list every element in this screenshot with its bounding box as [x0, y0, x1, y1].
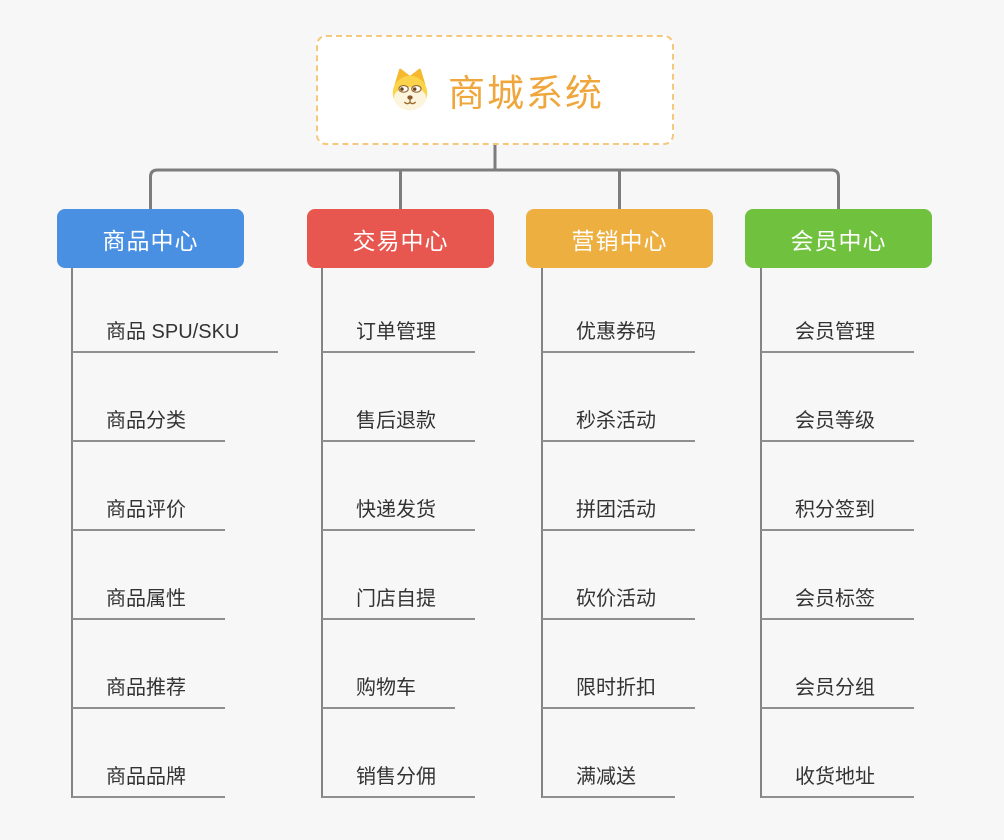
leaf-node[interactable]: 限时折扣 [542, 676, 695, 709]
leaf-node[interactable]: 快递发货 [322, 498, 475, 531]
leaf-node[interactable]: 砍价活动 [542, 587, 695, 620]
leaf-node[interactable]: 优惠券码 [542, 320, 695, 353]
leaf-node[interactable]: 会员分组 [761, 676, 914, 709]
leaf-node[interactable]: 满减送 [542, 765, 675, 798]
leaf-column-marketing-center: 优惠券码 秒杀活动 拼团活动 砍价活动 限时折扣 满减送 [542, 270, 695, 798]
leaf-node[interactable]: 商品属性 [72, 587, 225, 620]
leaf-node[interactable]: 积分签到 [761, 498, 914, 531]
leaf-node[interactable]: 订单管理 [322, 320, 475, 353]
leaf-node[interactable]: 收货地址 [761, 765, 914, 798]
leaf-node[interactable]: 会员管理 [761, 320, 914, 353]
root-title: 商城系统 [448, 73, 604, 114]
leaf-node[interactable]: 商品分类 [72, 409, 225, 442]
leaf-node[interactable]: 拼团活动 [542, 498, 695, 531]
branch-spine [760, 268, 762, 798]
leaf-node[interactable]: 会员等级 [761, 409, 914, 442]
leaf-node[interactable]: 销售分佣 [322, 765, 475, 798]
leaf-node[interactable]: 商品 SPU/SKU [72, 320, 279, 353]
leaf-node[interactable]: 商品品牌 [72, 765, 225, 798]
branch-box-member-center[interactable]: 会员中心 [745, 209, 932, 268]
dog-face-icon [386, 66, 434, 114]
leaf-node[interactable]: 门店自提 [322, 587, 475, 620]
branch-box-product-center[interactable]: 商品中心 [57, 209, 244, 268]
leaf-column-member-center: 会员管理 会员等级 积分签到 会员标签 会员分组 收货地址 [761, 270, 914, 798]
leaf-node[interactable]: 会员标签 [761, 587, 914, 620]
leaf-node[interactable]: 购物车 [322, 676, 455, 709]
branch-spine [71, 268, 73, 798]
leaf-column-product-center: 商品 SPU/SKU 商品分类 商品评价 商品属性 商品推荐 商品品牌 [72, 270, 279, 798]
branch-spine [321, 268, 323, 798]
leaf-node[interactable]: 商品评价 [72, 498, 225, 531]
leaf-node[interactable]: 商品推荐 [72, 676, 225, 709]
branch-box-trade-center[interactable]: 交易中心 [307, 209, 494, 268]
leaf-node[interactable]: 秒杀活动 [542, 409, 695, 442]
branch-spine [541, 268, 543, 798]
root-node[interactable]: 商城系统 [316, 35, 674, 145]
leaf-node[interactable]: 售后退款 [322, 409, 475, 442]
leaf-column-trade-center: 订单管理 售后退款 快递发货 门店自提 购物车 销售分佣 [322, 270, 475, 798]
branch-box-marketing-center[interactable]: 营销中心 [526, 209, 713, 268]
